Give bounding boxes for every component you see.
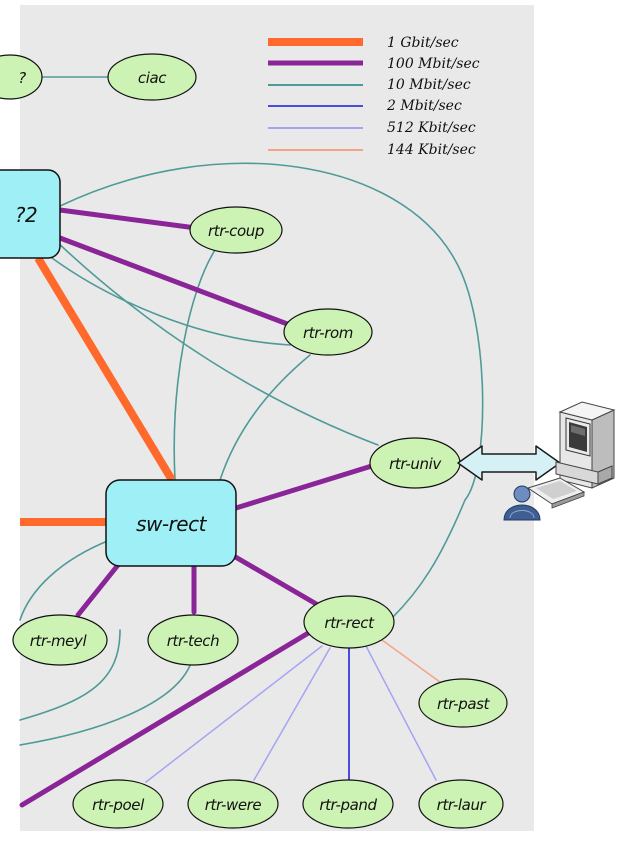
node-rtr-past-label: rtr-past <box>437 695 491 713</box>
link-left-arc-1 <box>19 629 121 721</box>
node-rtr-tech[interactable] <box>147 614 239 666</box>
node-rtr-laur-label: rtr-laur <box>437 796 487 814</box>
link-partial-rtr-rom-thin <box>51 257 291 346</box>
legend-label-2mbit: 2 Mbit/sec <box>386 98 462 114</box>
legend: 1 Gbit/sec 100 Mbit/sec 10 Mbit/sec 2 Mb… <box>268 35 480 158</box>
node-partial-top[interactable] <box>0 54 43 100</box>
node-ciac-label: ciac <box>138 69 167 87</box>
node-partial-top-label: ? <box>18 69 26 87</box>
node-rtr-were-label: rtr-were <box>205 796 262 814</box>
node-rtr-rom-label: rtr-rom <box>303 324 353 342</box>
link-partial-rtr-rom <box>57 235 293 328</box>
node-rtr-poel[interactable] <box>72 779 164 829</box>
link-swrect-rtr-coup <box>173 249 216 481</box>
node-rtr-rect-label: rtr-rect <box>324 614 375 632</box>
node-rtr-coup[interactable] <box>189 206 283 254</box>
node-rtr-tech-label: rtr-tech <box>167 632 219 650</box>
node-rtr-poel-label: rtr-poel <box>92 796 145 814</box>
link-rtr-rect-left <box>19 629 313 808</box>
link-swrect-rtr-rom <box>219 354 311 481</box>
link-rtr-rect-rtr-were <box>253 647 331 781</box>
node-rtr-meyl-label: rtr-meyl <box>30 632 88 650</box>
legend-label-10mbit: 10 Mbit/sec <box>387 77 471 93</box>
legend-label-512kbit: 512 Kbit/sec <box>387 120 476 136</box>
legend-label-100mbit: 100 Mbit/sec <box>387 56 480 72</box>
link-swrect-rtr-univ <box>233 462 378 511</box>
link-swrect-left-arc <box>19 539 111 621</box>
nodes: ? ciac ?2 rtr-coup rtr-rom rtr-univ sw-r… <box>0 53 508 829</box>
legend-label-144kbit: 144 Kbit/sec <box>387 142 476 158</box>
link-rtr-rect-rtr-past <box>381 639 441 683</box>
link-rtr-rect-rtr-poel <box>145 645 323 783</box>
link-left-arc-2 <box>19 659 193 746</box>
computer-icon[interactable] <box>526 401 616 509</box>
node-rtr-past[interactable] <box>418 678 508 728</box>
legend-label-1gbit: 1 Gbit/sec <box>387 35 459 51</box>
node-rtr-were[interactable] <box>187 779 279 829</box>
node-partial-switch[interactable] <box>0 169 61 259</box>
link-partial-rtr-coup <box>57 207 199 231</box>
node-ciac[interactable] <box>107 53 197 101</box>
node-rtr-univ-label: rtr-univ <box>389 455 442 473</box>
link-swrect-rtr-meyl <box>75 562 121 618</box>
link-partial-swrect-1g <box>34 255 176 483</box>
node-sw-rect-label: sw-rect <box>136 512 208 536</box>
link-swrect-rtr-rect <box>229 552 321 608</box>
links <box>19 76 484 808</box>
node-rtr-laur[interactable] <box>418 779 504 829</box>
node-partial-switch-label: ?2 <box>15 203 37 227</box>
node-rtr-pand[interactable] <box>302 779 394 829</box>
node-rtr-pand-label: rtr-pand <box>319 796 377 814</box>
node-rtr-meyl[interactable] <box>12 614 108 666</box>
link-partial-rtr-univ <box>54 239 379 446</box>
node-rtr-rom[interactable] <box>283 308 373 356</box>
node-sw-rect[interactable] <box>105 479 237 567</box>
user-icon <box>503 485 541 521</box>
node-rtr-coup-label: rtr-coup <box>208 222 264 240</box>
link-partial-arc-outer <box>59 162 484 619</box>
node-rtr-rect[interactable] <box>303 595 395 649</box>
link-rtr-rect-rtr-laur <box>365 645 437 781</box>
